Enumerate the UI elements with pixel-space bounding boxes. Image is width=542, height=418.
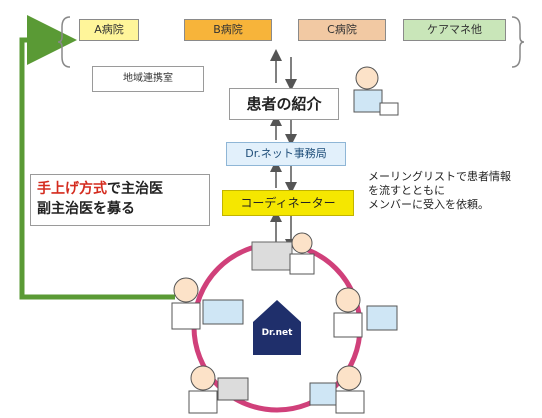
notice-line-3: メンバーに受入を依頼。	[368, 198, 489, 211]
care-manager: ケアマネ他	[403, 19, 506, 41]
hospital-c: C病院	[298, 19, 386, 41]
coordinator-figure	[353, 66, 399, 116]
doctor-figure-top	[251, 232, 315, 275]
coordinator-box: コーディネーター	[222, 190, 354, 216]
doctor-figure-bottom-right	[309, 365, 365, 414]
doctor-figure-left	[171, 277, 244, 330]
notice-line-1: メーリングリストで患者情報	[368, 170, 511, 183]
method-highlight: 手上げ方式	[37, 181, 107, 197]
raise-hand-method-box: 手上げ方式で主治医 副主治医を募る	[30, 174, 210, 226]
patient-referral-box: 患者の紹介	[229, 88, 339, 120]
feedback-loop-arrow	[19, 15, 175, 300]
regional-liaison-box: 地域連携室	[92, 66, 204, 92]
group-bracket-left	[57, 16, 71, 68]
drnet-office-box: Dr.ネット事務局	[226, 142, 346, 166]
method-line1: で主治医	[107, 181, 163, 197]
hospital-b: B病院	[184, 19, 272, 41]
doctor-figure-right	[333, 287, 398, 338]
doctor-figure-bottom-left	[188, 365, 249, 414]
notice-line-2: を流すとともに	[368, 184, 445, 197]
method-line2: 副主治医を募る	[37, 201, 135, 217]
hospital-a: A病院	[79, 19, 139, 41]
drnet-logo-icon	[253, 300, 301, 355]
group-bracket-right	[511, 16, 525, 68]
logo-text: Dr.net	[261, 328, 293, 338]
mailing-list-notice: メーリングリストで患者情報 を流すとともに メンバーに受入を依頼。	[368, 170, 540, 212]
